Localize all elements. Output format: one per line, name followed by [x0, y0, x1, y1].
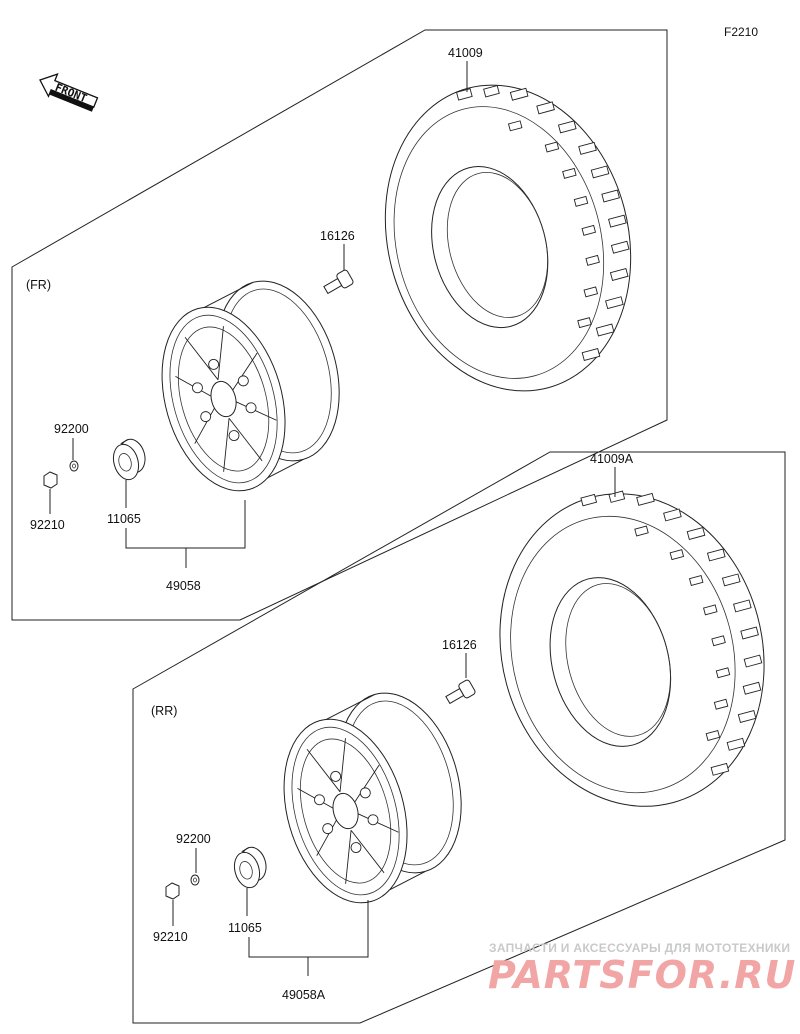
- bracket-front-wheel: [125, 500, 246, 549]
- watermark: ЗАПЧАСТИ И АКСЕССУАРЫ ДЛЯ МОТОТЕХНИКИ PA…: [488, 941, 796, 997]
- label-rear-wheel: 49058A: [282, 988, 326, 1002]
- label-front-wheel: 49058: [166, 579, 201, 593]
- label-front-washer: 92200: [54, 422, 89, 436]
- label-front-nut: 92210: [30, 518, 65, 532]
- label-front-valve: 16126: [320, 229, 355, 243]
- watermark-brand: PARTSFOR.RU: [488, 953, 796, 997]
- rear-cap: [233, 846, 267, 889]
- front-wheel: [161, 280, 340, 492]
- section-front-label: (FR): [26, 278, 51, 292]
- section-rear: (RR) 41009A: [132, 451, 786, 1024]
- label-rear-tire: 41009A: [590, 452, 634, 466]
- label-front-tire: 41009: [448, 46, 483, 60]
- section-rear-border: [132, 451, 786, 1024]
- rear-tire: [499, 490, 765, 807]
- label-rear-valve: 16126: [442, 638, 477, 652]
- watermark-tagline: ЗАПЧАСТИ И АКСЕССУАРЫ ДЛЯ МОТОТЕХНИКИ: [489, 941, 790, 955]
- label-rear-cap: 11065: [228, 921, 262, 935]
- front-tire: [384, 84, 632, 392]
- section-front-border: [11, 29, 668, 621]
- front-cap: [112, 438, 146, 481]
- figure-id: F2210: [724, 25, 758, 39]
- rear-wheel: [283, 692, 462, 904]
- front-arrow-icon: FRONT: [39, 73, 99, 112]
- front-nut: [43, 471, 58, 489]
- label-front-cap: 11065: [107, 512, 141, 526]
- bracket-rear-wheel: [248, 900, 369, 958]
- rear-nut: [165, 882, 180, 900]
- front-valve: [323, 269, 354, 295]
- label-rear-nut: 92210: [153, 930, 188, 944]
- front-washer: [69, 460, 79, 472]
- label-rear-washer: 92200: [176, 832, 211, 846]
- rear-valve: [445, 679, 476, 705]
- section-front: (FR) 41009: [11, 29, 668, 621]
- rear-washer: [190, 874, 200, 886]
- section-rear-label: (RR): [151, 704, 177, 718]
